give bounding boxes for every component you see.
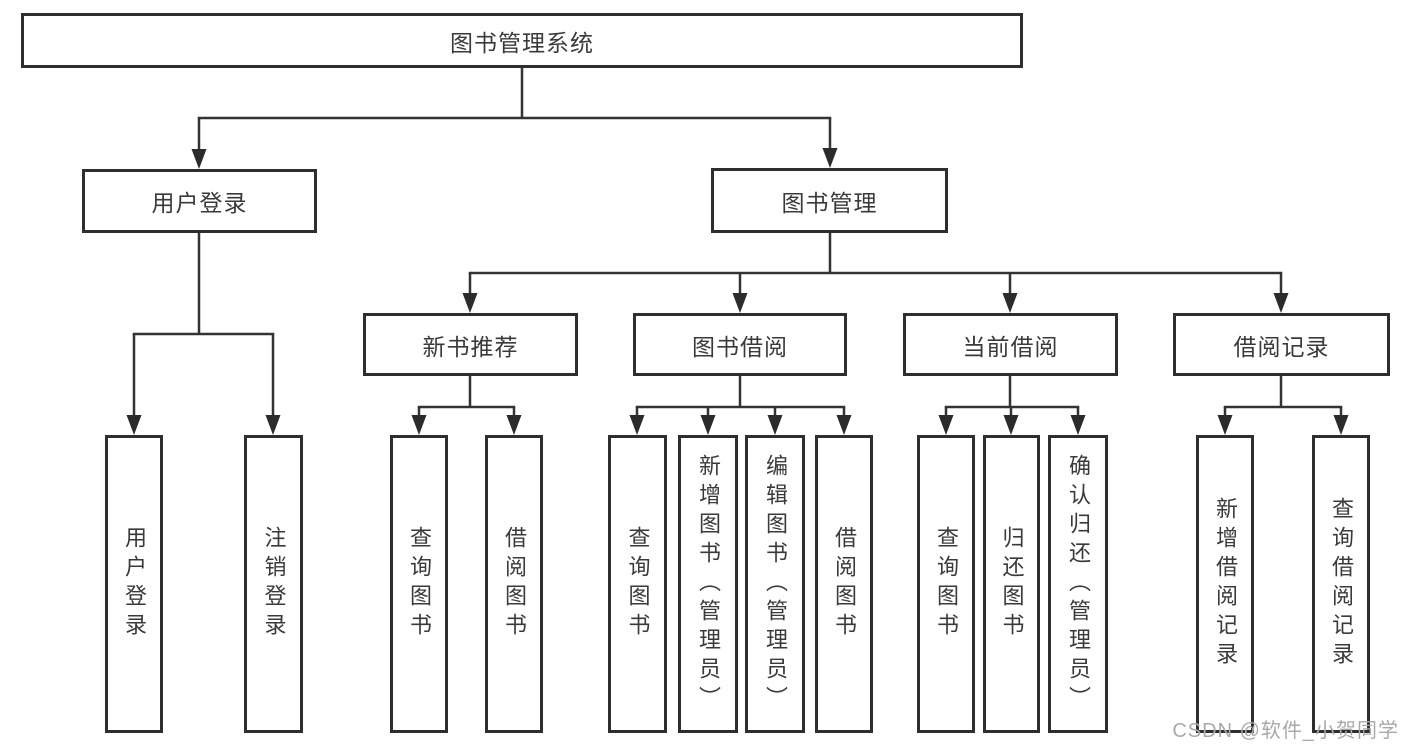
connector-arrow	[411, 415, 427, 435]
leaf-label: 借阅图书	[502, 526, 527, 642]
leaf-label: 确认归还（管理员）	[1066, 453, 1091, 715]
branch-new-book	[411, 376, 522, 435]
connector-arrow	[1217, 415, 1233, 435]
leaf-logout: 注销登录	[244, 435, 303, 733]
node-label: 图书管理系统	[450, 29, 594, 56]
connector-arrow	[191, 149, 207, 169]
node-label: 借阅记录	[1233, 333, 1330, 360]
connector-arrow	[836, 415, 852, 435]
node-label: 当前借阅	[962, 333, 1059, 360]
node-new-book-recommendation: 新书推荐	[363, 313, 578, 376]
node-label: 图书管理	[781, 189, 878, 216]
leaf-edit-book-admin: 编辑图书（管理员）	[745, 435, 805, 733]
leaf-query-book-current: 查询图书	[917, 435, 975, 733]
connector-arrow	[938, 415, 954, 435]
leaf-borrow-book-newbook: 借阅图书	[485, 435, 543, 733]
leaf-borrow-book-borrowing: 借阅图书	[815, 435, 873, 733]
branch-root	[191, 68, 838, 169]
connector-arrow	[1002, 293, 1018, 313]
branch-book-management	[462, 233, 1289, 313]
connector-arrow	[700, 415, 716, 435]
leaf-label: 新增借阅记录	[1213, 497, 1238, 671]
node-user-login: 用户登录	[82, 169, 317, 233]
connector-arrow	[265, 415, 281, 435]
leaf-label: 查询图书	[934, 526, 959, 642]
leaf-label: 查询图书	[407, 526, 432, 642]
leaf-label: 注销登录	[261, 526, 287, 642]
leaf-label: 用户登录	[122, 526, 147, 642]
node-label: 用户登录	[151, 190, 248, 216]
node-label: 新书推荐	[422, 333, 519, 360]
leaf-label: 归还图书	[999, 526, 1025, 642]
connector-arrow	[629, 415, 645, 435]
connector-arrow	[506, 415, 522, 435]
leaf-query-book-borrowing: 查询图书	[608, 435, 667, 733]
node-label: 图书借阅	[692, 333, 788, 360]
leaf-query-book-newbook: 查询图书	[390, 435, 448, 733]
node-library-management-system: 图书管理系统	[21, 13, 1023, 68]
leaf-label: 编辑图书（管理员）	[763, 453, 788, 715]
leaf-add-borrow-record: 新增借阅记录	[1196, 435, 1254, 733]
leaf-label: 查询借阅记录	[1329, 497, 1354, 671]
leaf-confirm-return-admin: 确认归还（管理员）	[1048, 435, 1108, 733]
branch-current-borrowing	[938, 376, 1086, 435]
connector-arrow	[732, 293, 748, 313]
node-book-borrowing: 图书借阅	[633, 313, 847, 376]
csdn-watermark: CSDN @软件_小贺同学	[1172, 720, 1399, 742]
leaf-query-borrow-record: 查询借阅记录	[1312, 435, 1370, 733]
connector-arrow	[1070, 415, 1086, 435]
leaf-label: 查询图书	[625, 526, 651, 642]
connector-arrow	[462, 293, 478, 313]
node-book-management: 图书管理	[711, 168, 948, 233]
connector-arrow	[1273, 293, 1289, 313]
leaf-label: 新增图书（管理员）	[696, 453, 721, 715]
connector-arrow	[767, 415, 783, 435]
connector-arrow	[126, 415, 142, 435]
node-current-borrowing: 当前借阅	[903, 313, 1118, 376]
leaf-return-book: 归还图书	[983, 435, 1040, 733]
leaf-add-book-admin: 新增图书（管理员）	[678, 435, 738, 733]
branch-book-borrowing	[629, 376, 852, 435]
branch-user-login	[126, 233, 281, 435]
connector-arrow	[1003, 415, 1019, 435]
leaf-user-login: 用户登录	[105, 435, 163, 733]
leaf-label: 借阅图书	[832, 526, 857, 642]
node-borrowing-records: 借阅记录	[1173, 313, 1390, 376]
branch-borrowing-records	[1217, 376, 1349, 435]
connector-arrow	[1333, 415, 1349, 435]
connector-arrow	[822, 148, 838, 168]
